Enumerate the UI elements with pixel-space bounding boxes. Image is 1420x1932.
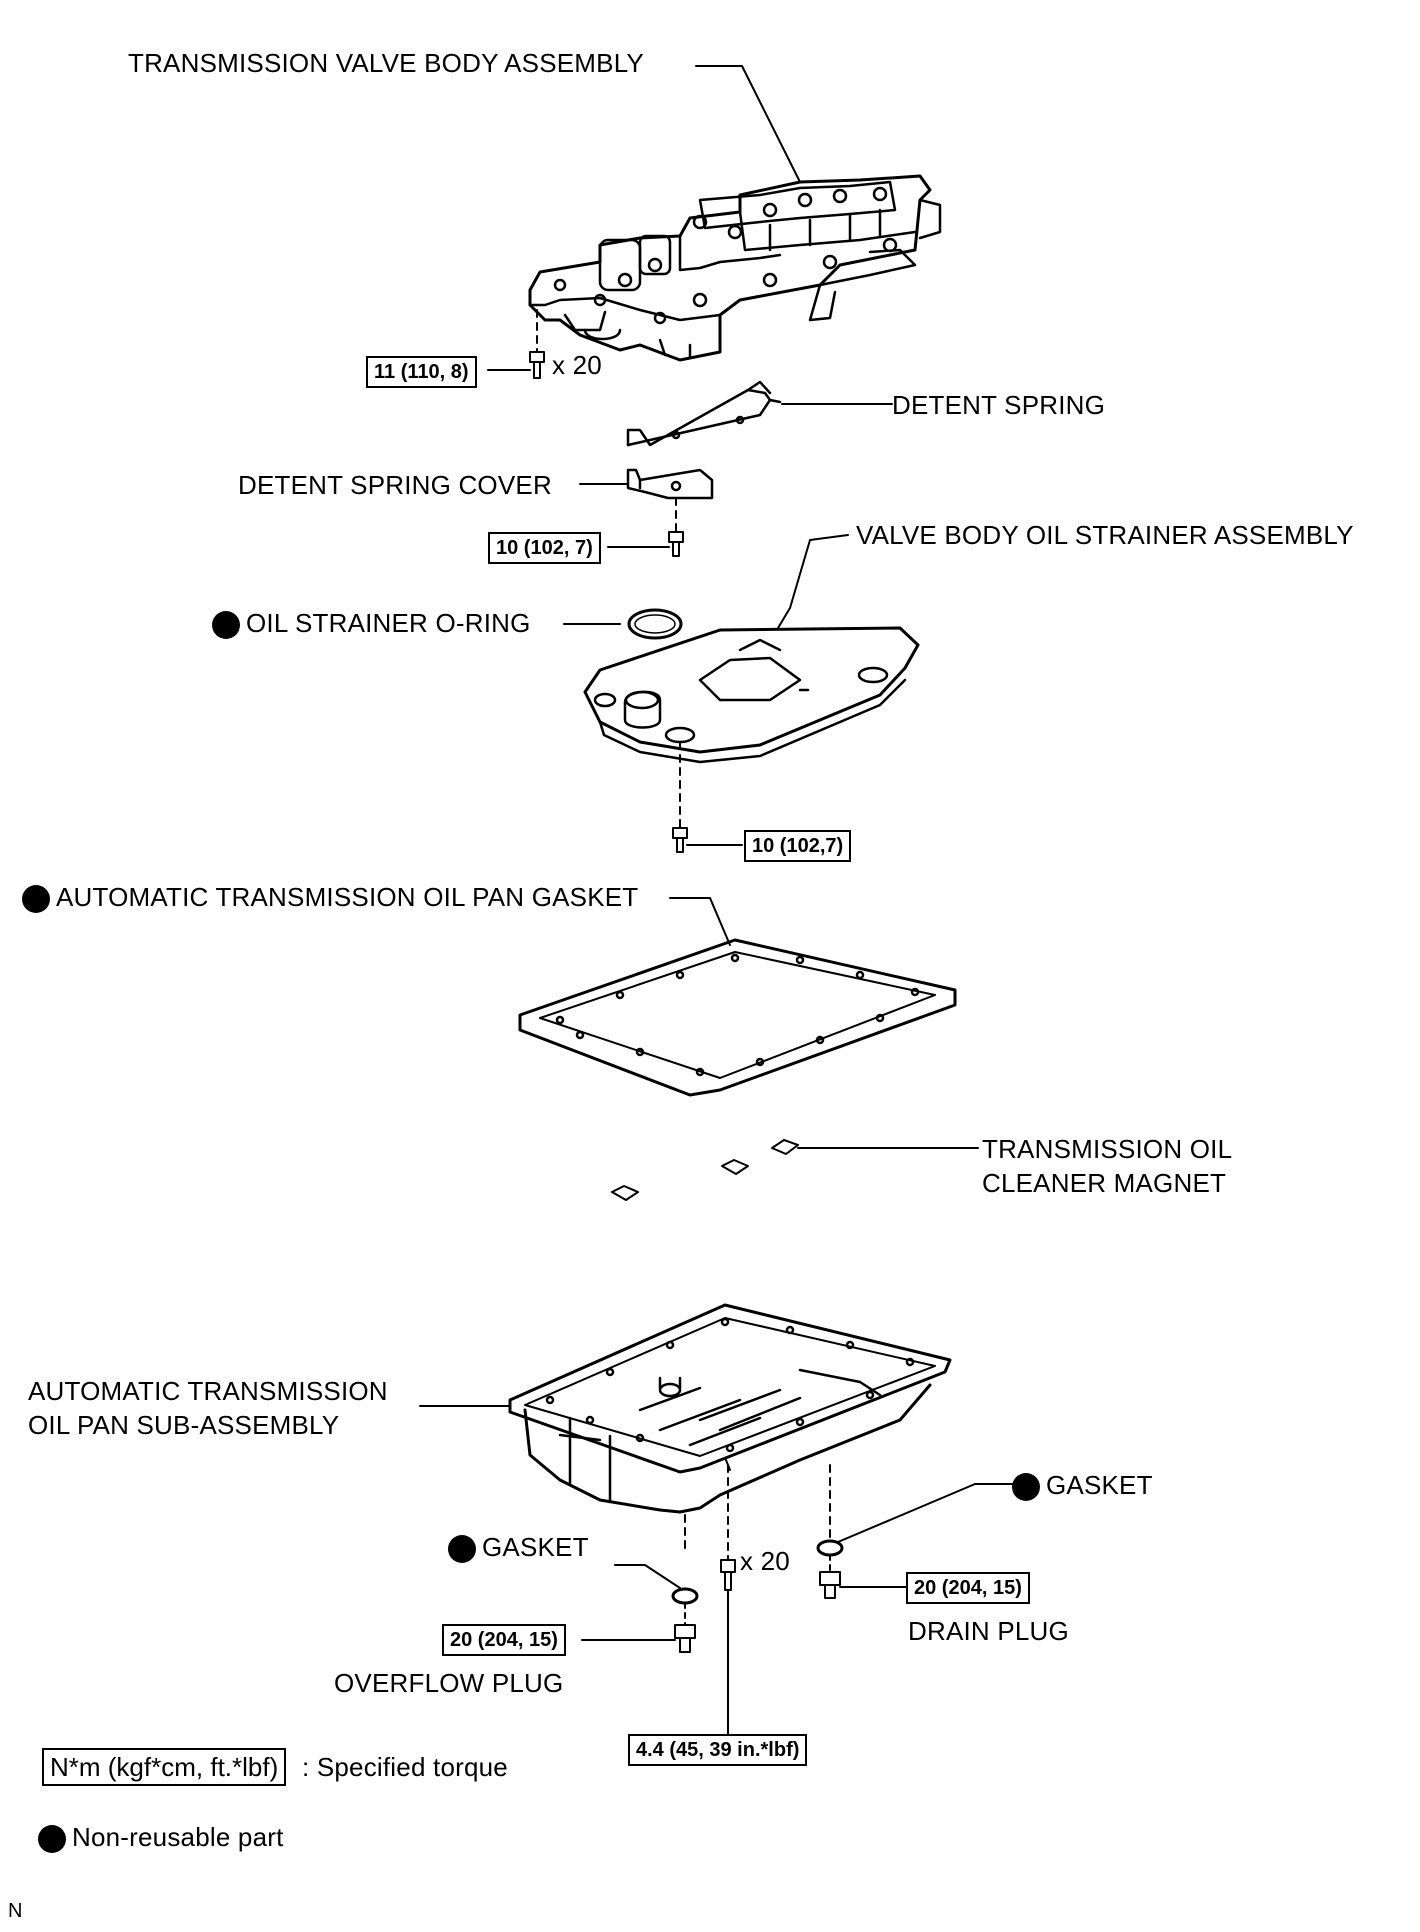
strainer-drawing (583, 626, 920, 764)
qty-pan-bolts: x 20 (740, 1546, 790, 1576)
label-oil-pan-line1: AUTOMATIC TRANSMISSION (28, 1376, 388, 1406)
label-detent-spring: DETENT SPRING (892, 390, 1106, 420)
torque-detent-cover-bolt: 10 (102, 7) (488, 532, 601, 564)
label-gasket-right: GASKET (1012, 1470, 1153, 1502)
qty-valve-bolts: x 20 (552, 350, 602, 380)
torque-strainer-bolt: 10 (102,7) (744, 830, 852, 862)
valve-body-drawing (528, 174, 942, 362)
label-valve-body: TRANSMISSION VALVE BODY ASSEMBLY (128, 48, 644, 78)
torque-drain-plug: 20 (204, 15) (906, 1572, 1030, 1604)
label-detent-spring-cover: DETENT SPRING COVER (238, 470, 552, 500)
bolt-strainer (672, 827, 688, 853)
nonreusable-icon (1012, 1473, 1040, 1502)
pan-gasket-drawing (518, 938, 957, 1097)
label-pan-gasket: AUTOMATIC TRANSMISSION OIL PAN GASKET (22, 882, 638, 914)
leader-pan-gasket (669, 897, 731, 946)
label-valve-body-strainer: VALVE BODY OIL STRAINER ASSEMBLY (856, 520, 1354, 550)
label-drain-plug: DRAIN PLUG (908, 1616, 1069, 1646)
label-magnet-line2: CLEANER MAGNET (982, 1168, 1227, 1198)
pan-bolt-drawing (720, 1559, 736, 1591)
legend-torque-desc: : Specified torque (302, 1752, 508, 1782)
bolt-detent-cover (668, 531, 684, 557)
drain-plug-drawing (819, 1571, 841, 1599)
corner-mark: N (8, 1900, 23, 1922)
torque-valve-body-bolts: 11 (110, 8) (366, 356, 477, 388)
nonreusable-icon (448, 1535, 476, 1564)
magnets-drawing (611, 1139, 799, 1201)
oil-pan-drawing (508, 1303, 952, 1514)
torque-pan-bolts: 4.4 (45, 39 in.*lbf) (628, 1734, 808, 1766)
label-magnet-line1: TRANSMISSION OIL (982, 1134, 1233, 1164)
detent-spring-cover-drawing (626, 468, 714, 500)
label-strainer-oring: OIL STRAINER O-RING (212, 608, 531, 640)
leader-valve-body (695, 65, 801, 183)
label-overflow-plug: OVERFLOW PLUG (334, 1668, 564, 1698)
leader-strainer (777, 534, 849, 629)
overflow-plug-drawing (674, 1624, 696, 1653)
legend-torque-unit: N*m (kgf*cm, ft.*lbf) (42, 1748, 287, 1786)
label-gasket-left: GASKET (448, 1532, 589, 1564)
bolt-valve-body (529, 351, 545, 379)
legend-nonreusable: Non-reusable part (38, 1822, 284, 1854)
overflow-gasket-drawing (671, 1587, 699, 1605)
oring-drawing (627, 608, 683, 640)
detent-spring-drawing (626, 380, 782, 447)
nonreusable-icon (38, 1825, 66, 1854)
label-oil-pan-line2: OIL PAN SUB-ASSEMBLY (28, 1410, 340, 1440)
torque-overflow-plug: 20 (204, 15) (442, 1624, 566, 1656)
nonreusable-icon (212, 611, 240, 640)
nonreusable-icon (22, 885, 50, 914)
drain-gasket-drawing (816, 1539, 844, 1557)
